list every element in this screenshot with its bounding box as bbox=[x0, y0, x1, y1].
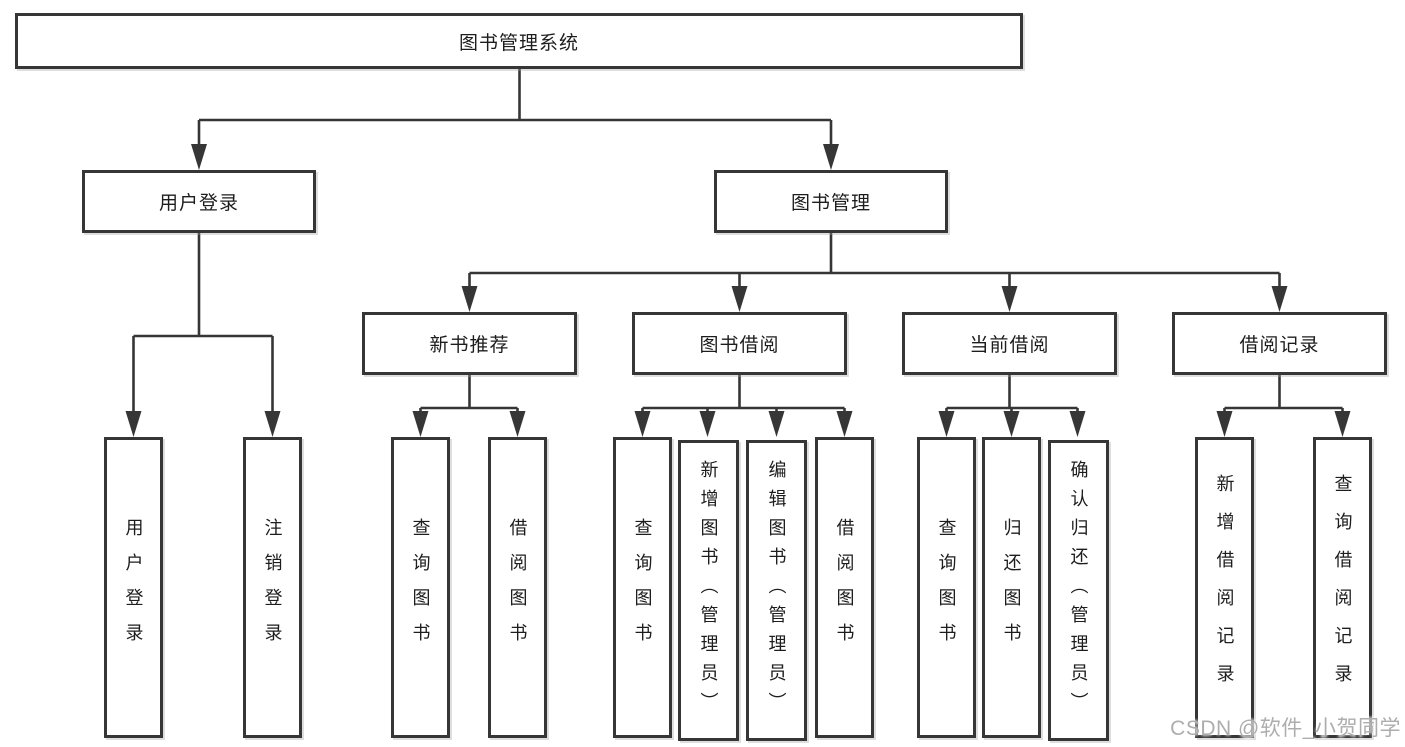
leaf-user-login-label: 用户登录 bbox=[123, 517, 144, 658]
arrow-icon bbox=[634, 411, 651, 437]
leaf-query-books-1: 查询图书 bbox=[391, 437, 450, 738]
leaf-logout-label: 注销登录 bbox=[262, 517, 283, 658]
node-book-borrow: 图书借阅 bbox=[632, 312, 847, 375]
leaf-query-books-2: 查询图书 bbox=[613, 437, 672, 738]
arrow-icon bbox=[412, 411, 429, 437]
node-user-login-label: 用户登录 bbox=[158, 193, 239, 214]
arrow-icon bbox=[125, 411, 142, 437]
leaf-add-borrow-record-label: 新增借阅记录 bbox=[1214, 473, 1235, 702]
leaf-query-books-3: 查询图书 bbox=[917, 437, 976, 738]
arrow-icon bbox=[699, 411, 716, 437]
node-root-label: 图书管理系统 bbox=[458, 32, 579, 54]
arrow-icon bbox=[1003, 411, 1020, 437]
node-book-borrow-label: 图书借阅 bbox=[699, 335, 780, 356]
leaf-return-book-label: 归还图书 bbox=[1001, 517, 1022, 658]
arrow-icon bbox=[191, 144, 207, 170]
leaf-add-borrow-record: 新增借阅记录 bbox=[1195, 437, 1254, 738]
leaf-confirm-return-admin: 确认归还（管理员） bbox=[1048, 440, 1109, 741]
arrow-icon bbox=[1216, 411, 1233, 437]
leaf-borrow-books-1: 借阅图书 bbox=[488, 437, 547, 738]
leaf-borrow-books-2-label: 借阅图书 bbox=[834, 517, 855, 658]
leaf-edit-book-admin: 编辑图书（管理员） bbox=[746, 440, 807, 741]
leaf-borrow-books-2: 借阅图书 bbox=[815, 437, 874, 738]
arrow-icon bbox=[509, 411, 526, 437]
node-new-book-rec-label: 新书推荐 bbox=[429, 335, 510, 356]
leaf-edit-book-admin-label: 编辑图书（管理员） bbox=[766, 460, 787, 721]
node-borrow-record-label: 借阅记录 bbox=[1239, 335, 1320, 356]
leaf-query-borrow-record-label: 查询借阅记录 bbox=[1332, 473, 1353, 702]
leaf-query-books-1-label: 查询图书 bbox=[410, 517, 431, 658]
leaf-return-book: 归还图书 bbox=[982, 437, 1041, 738]
arrow-icon bbox=[264, 411, 281, 437]
arrow-icon bbox=[1271, 286, 1288, 312]
node-book-mgmt: 图书管理 bbox=[714, 170, 948, 233]
node-book-mgmt-label: 图书管理 bbox=[790, 193, 871, 214]
leaf-add-book-admin-label: 新增图书（管理员） bbox=[698, 460, 719, 721]
node-user-login: 用户登录 bbox=[82, 170, 316, 233]
arrow-icon bbox=[1001, 286, 1018, 312]
leaf-logout: 注销登录 bbox=[243, 437, 302, 738]
connector-borrow-record-to-leaves bbox=[1223, 375, 1344, 418]
connector-user-login-to-leaves bbox=[132, 233, 274, 418]
arrow-icon bbox=[836, 411, 853, 437]
node-new-book-rec: 新书推荐 bbox=[362, 312, 577, 375]
arrow-icon bbox=[823, 144, 839, 170]
node-root: 图书管理系统 bbox=[15, 13, 1023, 69]
connector-root-to-level2 bbox=[197, 69, 833, 150]
leaf-add-book-admin: 新增图书（管理员） bbox=[678, 440, 739, 741]
arrow-icon bbox=[461, 286, 478, 312]
arrow-icon bbox=[1334, 411, 1351, 437]
node-borrow-record: 借阅记录 bbox=[1172, 312, 1387, 375]
arrowheads bbox=[125, 144, 1351, 437]
leaf-confirm-return-admin-label: 确认归还（管理员） bbox=[1068, 460, 1089, 721]
arrow-icon bbox=[938, 411, 955, 437]
arrow-icon bbox=[731, 286, 748, 312]
leaf-user-login: 用户登录 bbox=[104, 437, 163, 738]
node-current-borrow: 当前借阅 bbox=[902, 312, 1117, 375]
leaf-query-books-3-label: 查询图书 bbox=[936, 517, 957, 658]
leaf-query-books-2-label: 查询图书 bbox=[632, 517, 653, 658]
connector-new-book-to-leaves bbox=[419, 375, 519, 418]
leaf-query-borrow-record: 查询借阅记录 bbox=[1313, 437, 1372, 738]
connector-book-mgmt-to-level3 bbox=[468, 233, 1281, 293]
arrow-icon bbox=[768, 411, 785, 437]
node-current-borrow-label: 当前借阅 bbox=[969, 335, 1050, 356]
arrow-icon bbox=[1069, 411, 1086, 437]
leaf-borrow-books-1-label: 借阅图书 bbox=[507, 517, 528, 658]
connector-book-borrow-to-leaves bbox=[641, 375, 846, 418]
watermark: CSDN @软件_小贺同学 bbox=[1170, 717, 1401, 740]
